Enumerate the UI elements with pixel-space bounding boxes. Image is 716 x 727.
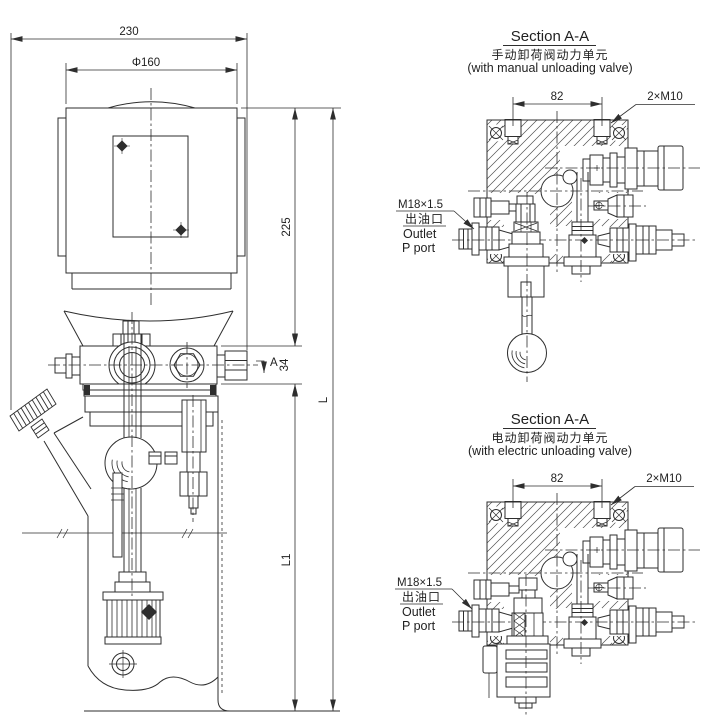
bell-housing xyxy=(63,310,234,347)
solenoid-coil xyxy=(482,643,551,709)
manual-bolt-spacing-label: 82 xyxy=(551,91,564,103)
electric-outlet-en2-label: P port xyxy=(402,619,436,633)
return-tube xyxy=(179,399,208,515)
section-manual-block xyxy=(451,110,701,283)
suction-filter xyxy=(102,591,164,645)
section-electric-labels: Section A-A 电动卸荷阀动力单元 (with electric unl… xyxy=(397,411,682,633)
section-manual-labels: Section A-A 手动卸荷阀动力单元 (with manual unloa… xyxy=(398,28,683,255)
manual-outlet-en1-label: Outlet xyxy=(403,227,437,241)
section-cut-label: A xyxy=(270,357,278,369)
manual-outlet-cn-label: 出油口 xyxy=(405,212,444,226)
dim-block-height-label: 34 xyxy=(279,358,291,371)
right-port-fitting xyxy=(216,350,248,381)
motor-nameplate xyxy=(112,135,189,238)
oil-filler-cap xyxy=(9,388,57,439)
section-electric-subtitle-cn: 电动卸荷阀动力单元 xyxy=(491,430,608,445)
section-manual-subtitle-cn: 手动卸荷阀动力单元 xyxy=(491,47,608,62)
electric-bolt-holes-label: 2×M10 xyxy=(646,473,681,485)
dim-overall-height-label: L xyxy=(318,396,330,403)
electric-outlet-thread-label: M18×1.5 xyxy=(397,577,442,589)
electric-dimensions xyxy=(395,428,694,610)
electric-unloading-valve xyxy=(482,574,551,716)
left-port-fitting xyxy=(54,353,81,379)
motor xyxy=(57,101,246,290)
manual-outlet-thread-label: M18×1.5 xyxy=(398,199,443,211)
dim-tank-height-label: L1 xyxy=(281,554,293,567)
solenoid-connector xyxy=(482,645,498,674)
main-dimensions xyxy=(10,33,341,711)
pump-assembly xyxy=(104,334,178,593)
manual-dimensions xyxy=(396,45,695,230)
section-electric-block xyxy=(451,492,701,665)
manual-outlet-en2-label: P port xyxy=(402,241,436,255)
dim-motor-diameter-label: Φ160 xyxy=(132,57,160,69)
electric-outlet-en1-label: Outlet xyxy=(402,605,436,619)
electric-bolt-spacing-label: 82 xyxy=(551,473,564,485)
section-electric-title: Section A-A xyxy=(511,411,589,428)
suction-tube xyxy=(112,472,123,558)
manual-unloading-valve xyxy=(503,192,550,382)
electric-outlet-cn-label: 出油口 xyxy=(402,590,441,604)
section-manual-subtitle-en: (with manual unloading valve) xyxy=(467,61,632,75)
section-cut-arrow xyxy=(256,360,267,373)
section-manual-title: Section A-A xyxy=(511,28,589,45)
dim-total-width-label: 230 xyxy=(119,26,138,38)
break-line xyxy=(87,665,219,691)
manual-bolt-holes-label: 2×M10 xyxy=(647,91,682,103)
main-centerlines xyxy=(48,88,258,598)
drain-plug xyxy=(109,650,137,678)
main-view xyxy=(9,88,340,712)
dim-motor-height-label: 225 xyxy=(281,217,293,236)
section-electric-subtitle-en: (with electric unloading valve) xyxy=(468,444,632,458)
